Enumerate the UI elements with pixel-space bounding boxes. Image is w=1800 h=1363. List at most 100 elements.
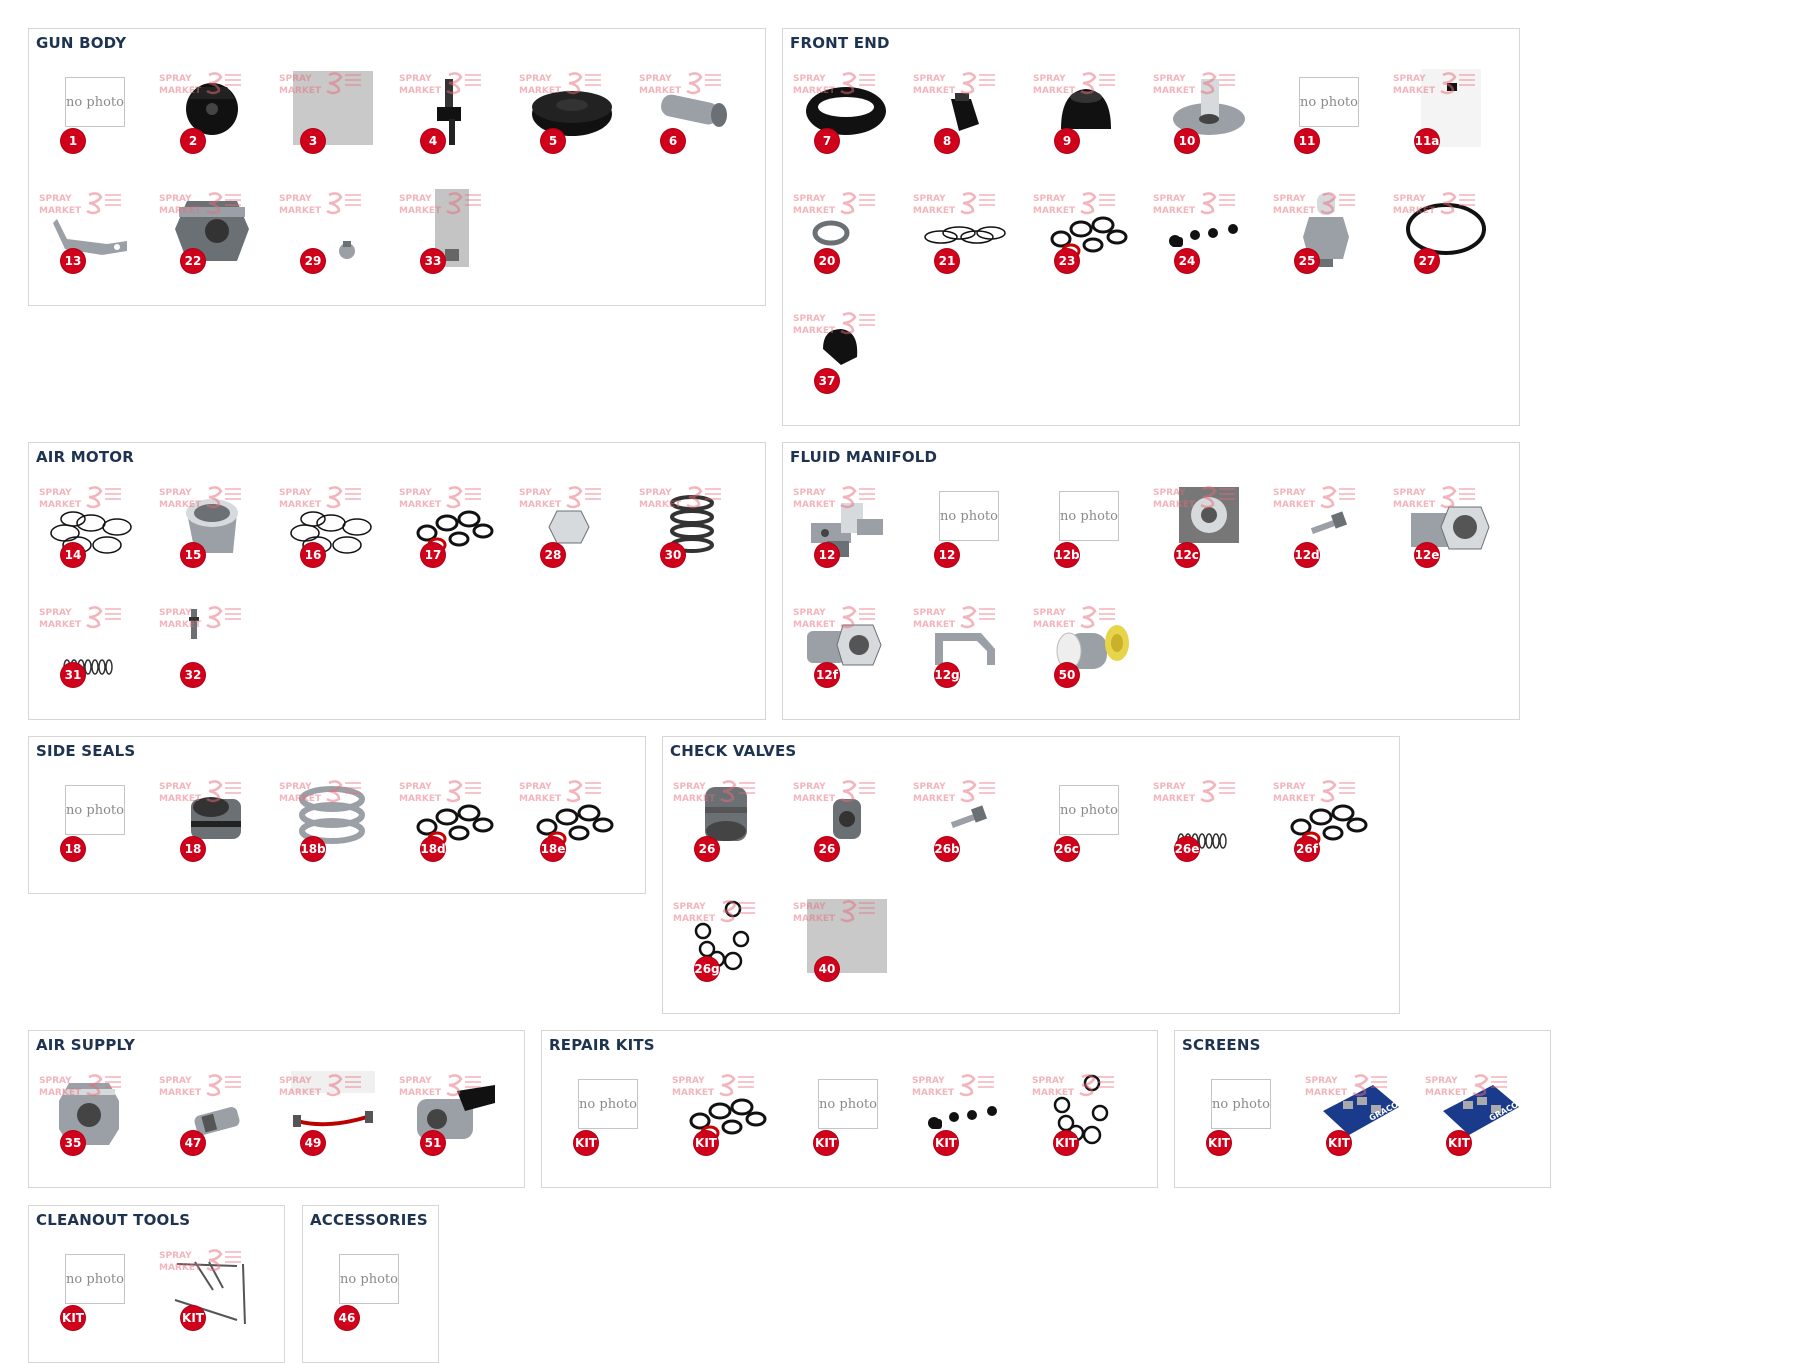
- part-number-badge[interactable]: 3: [301, 129, 325, 153]
- part-number-badge[interactable]: KIT: [1447, 1131, 1471, 1155]
- part-tile[interactable]: SPRAY MARKET 37: [783, 299, 893, 401]
- part-number-badge[interactable]: KIT: [694, 1131, 718, 1155]
- part-tile[interactable]: SPRAY MARKET 50: [1023, 593, 1133, 695]
- part-number-badge[interactable]: 18d: [420, 837, 446, 861]
- part-tile[interactable]: SPRAY MARKET 40: [783, 887, 893, 989]
- part-tile[interactable]: SPRAY MARKET 5: [509, 59, 619, 161]
- part-tile[interactable]: SPRAY MARKET 28: [509, 473, 619, 575]
- part-number-badge[interactable]: 12f: [815, 663, 839, 687]
- part-tile[interactable]: SPRAY MARKET 7: [783, 59, 893, 161]
- part-number-badge[interactable]: 33: [421, 249, 445, 273]
- part-tile[interactable]: SPRAY MARKET 11a: [1383, 59, 1493, 161]
- part-number-badge[interactable]: 21: [935, 249, 959, 273]
- part-number-badge[interactable]: KIT: [1207, 1131, 1231, 1155]
- part-tile[interactable]: SPRAY MARKET 25: [1263, 179, 1373, 281]
- part-number-badge[interactable]: 23: [1055, 249, 1079, 273]
- part-tile[interactable]: SPRAY MARKET 24: [1143, 179, 1253, 281]
- part-tile[interactable]: SPRAY MARKET 26: [783, 767, 893, 869]
- part-tile[interactable]: SPRAY MARKET 18b: [269, 767, 379, 869]
- part-number-badge[interactable]: 5: [541, 129, 565, 153]
- part-number-badge[interactable]: KIT: [1054, 1131, 1078, 1155]
- part-tile[interactable]: GRACO SPRAY MARKET KIT: [1415, 1061, 1525, 1163]
- part-tile[interactable]: SPRAY MARKET 14: [29, 473, 139, 575]
- part-tile[interactable]: SPRAY MARKET 26f: [1263, 767, 1373, 869]
- part-tile[interactable]: SPRAY MARKET 26: [663, 767, 773, 869]
- part-number-badge[interactable]: 18e: [541, 837, 565, 861]
- part-tile[interactable]: SPRAY MARKET 12c: [1143, 473, 1253, 575]
- part-tile[interactable]: SPRAY MARKET 29: [269, 179, 379, 281]
- part-tile[interactable]: SPRAY MARKET 12f: [783, 593, 893, 695]
- part-number-badge[interactable]: 26f: [1295, 837, 1319, 861]
- part-number-badge[interactable]: 37: [815, 369, 839, 393]
- part-tile[interactable]: SPRAY MARKET 26g: [663, 887, 773, 989]
- part-tile[interactable]: SPRAY MARKET 8: [903, 59, 1013, 161]
- part-tile[interactable]: SPRAY MARKET 13: [29, 179, 139, 281]
- part-tile[interactable]: SPRAY MARKET 12g: [903, 593, 1013, 695]
- part-number-badge[interactable]: 40: [815, 957, 839, 981]
- part-tile[interactable]: SPRAY MARKET 31: [29, 593, 139, 695]
- part-number-badge[interactable]: 18: [61, 837, 85, 861]
- part-number-badge[interactable]: 30: [661, 543, 685, 567]
- part-number-badge[interactable]: 2: [181, 129, 205, 153]
- part-number-badge[interactable]: 6: [661, 129, 685, 153]
- part-number-badge[interactable]: 50: [1055, 663, 1079, 687]
- part-number-badge[interactable]: KIT: [61, 1306, 85, 1330]
- part-number-badge[interactable]: 31: [61, 663, 85, 687]
- part-tile[interactable]: GRACO SPRAY MARKET KIT: [1295, 1061, 1405, 1163]
- part-tile[interactable]: SPRAY MARKET 26e: [1143, 767, 1253, 869]
- part-tile[interactable]: SPRAY MARKET 30: [629, 473, 739, 575]
- part-tile[interactable]: SPRAY MARKET 16: [269, 473, 379, 575]
- part-tile[interactable]: SPRAY MARKET KIT: [1022, 1061, 1132, 1163]
- part-number-badge[interactable]: 28: [541, 543, 565, 567]
- part-number-badge[interactable]: 32: [181, 663, 205, 687]
- part-tile[interactable]: SPRAY MARKET KIT: [662, 1061, 772, 1163]
- part-number-badge[interactable]: 4: [421, 129, 445, 153]
- part-number-badge[interactable]: 18b: [300, 837, 326, 861]
- part-tile[interactable]: SPRAY MARKET 12d: [1263, 473, 1373, 575]
- part-number-badge[interactable]: 10: [1175, 129, 1199, 153]
- part-tile[interactable]: SPRAY MARKET 27: [1383, 179, 1493, 281]
- part-number-badge[interactable]: 26b: [934, 837, 960, 861]
- part-tile[interactable]: SPRAY MARKET 23: [1023, 179, 1133, 281]
- part-number-badge[interactable]: 1: [61, 129, 85, 153]
- part-tile[interactable]: SPRAY MARKET 20: [783, 179, 893, 281]
- part-tile[interactable]: SPRAY MARKET 18: [149, 767, 259, 869]
- part-number-badge[interactable]: 26: [695, 837, 719, 861]
- part-tile[interactable]: SPRAY MARKET 12: [783, 473, 893, 575]
- part-tile[interactable]: SPRAY MARKET 33: [389, 179, 499, 281]
- part-number-badge[interactable]: 17: [421, 543, 445, 567]
- part-number-badge[interactable]: 35: [61, 1131, 85, 1155]
- part-number-badge[interactable]: 46: [335, 1306, 359, 1330]
- part-tile[interactable]: SPRAY MARKET 51: [389, 1061, 499, 1163]
- part-number-badge[interactable]: 12d: [1294, 543, 1320, 567]
- part-number-badge[interactable]: 15: [181, 543, 205, 567]
- part-number-badge[interactable]: 12: [815, 543, 839, 567]
- part-number-badge[interactable]: 11: [1295, 129, 1319, 153]
- part-number-badge[interactable]: 7: [815, 129, 839, 153]
- part-tile[interactable]: SPRAY MARKET 49: [269, 1061, 379, 1163]
- part-tile[interactable]: SPRAY MARKET 22: [149, 179, 259, 281]
- part-number-badge[interactable]: 26g: [694, 957, 720, 981]
- part-number-badge[interactable]: 24: [1175, 249, 1199, 273]
- part-number-badge[interactable]: 47: [181, 1131, 205, 1155]
- part-number-badge[interactable]: 14: [61, 543, 85, 567]
- part-number-badge[interactable]: KIT: [814, 1131, 838, 1155]
- part-tile[interactable]: SPRAY MARKET 6: [629, 59, 739, 161]
- part-tile[interactable]: SPRAY MARKET 10: [1143, 59, 1253, 161]
- part-tile[interactable]: SPRAY MARKET 35: [29, 1061, 139, 1163]
- part-number-badge[interactable]: 12c: [1175, 543, 1199, 567]
- part-tile[interactable]: SPRAY MARKET 2: [149, 59, 259, 161]
- part-number-badge[interactable]: 29: [301, 249, 325, 273]
- part-tile[interactable]: SPRAY MARKET KIT: [902, 1061, 1012, 1163]
- part-tile[interactable]: SPRAY MARKET 15: [149, 473, 259, 575]
- part-number-badge[interactable]: 27: [1415, 249, 1439, 273]
